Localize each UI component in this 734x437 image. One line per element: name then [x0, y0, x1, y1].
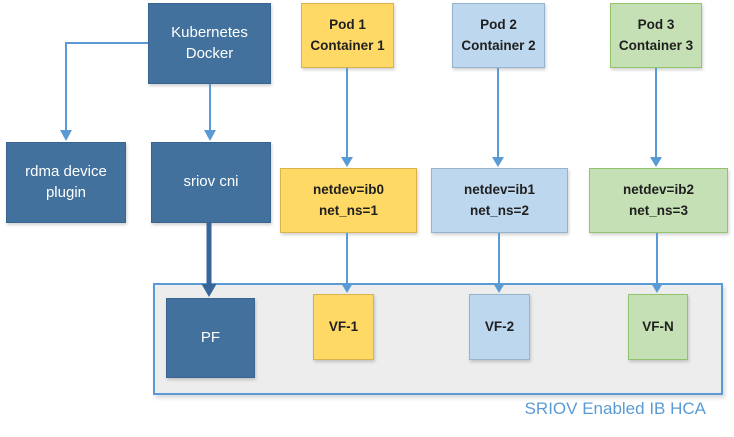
node-netdev-ib1: netdev=ib1 net_ns=2 [431, 168, 568, 233]
node-vf2: VF-2 [469, 294, 530, 360]
arrow-kubernetes-to-rdma [65, 42, 148, 131]
arrowhead-pod1-to-netdev-ib0 [341, 157, 353, 167]
node-pod1-container1: Pod 1 Container 1 [301, 3, 394, 68]
arrowhead-kubernetes-to-sriov-cni [204, 130, 216, 141]
arrowhead-kubernetes-to-rdma [60, 130, 72, 141]
node-sriov-cni: sriov cni [151, 142, 271, 223]
node-pf: PF [166, 298, 255, 378]
arrowhead-pod3-to-netdev-ib2 [650, 157, 662, 167]
node-netdev-ib2: netdev=ib2 net_ns=3 [589, 168, 728, 233]
node-kubernetes-docker: Kubernetes Docker [148, 3, 271, 84]
node-vf1: VF-1 [313, 294, 374, 360]
node-netdev-ib0: netdev=ib0 net_ns=1 [280, 168, 417, 233]
node-rdma-device-plugin: rdma device plugin [6, 142, 126, 223]
node-pod3-container3: Pod 3 Container 3 [610, 3, 702, 68]
sriov-hca-label: SRIOV Enabled IB HCA [524, 399, 706, 418]
node-pod2-container2: Pod 2 Container 2 [452, 3, 545, 68]
arrowhead-pod2-to-netdev-ib1 [492, 157, 504, 167]
node-vfn: VF-N [628, 294, 688, 360]
